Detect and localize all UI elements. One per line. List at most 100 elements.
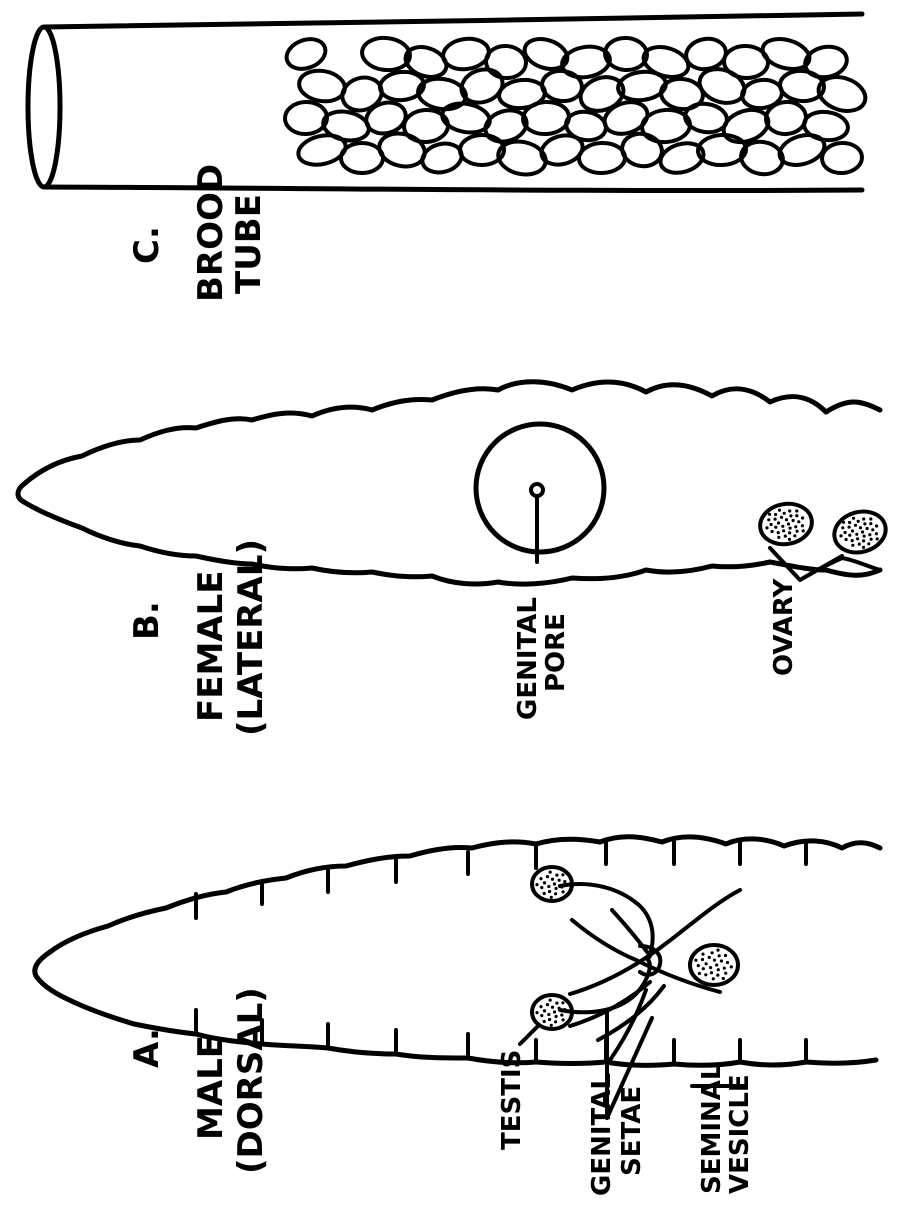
testis-stipple-dot: [543, 1020, 546, 1023]
testis-stipple-dot: [546, 875, 549, 878]
genital-setae-label-line2: SETAE: [617, 1086, 647, 1176]
ovary-stipple-dot: [841, 526, 844, 529]
testis-stipple-dot: [548, 1018, 551, 1021]
brood-egg: [684, 36, 729, 72]
testis-stipple-dot: [553, 1010, 556, 1013]
ovary-stipple-dot: [858, 543, 861, 546]
testis-stipple-dot: [561, 1001, 564, 1004]
ovary-stipple-dot: [796, 530, 799, 533]
brood-egg: [821, 142, 863, 175]
seminal-vesicle-stipple-dot: [720, 959, 723, 962]
seminal-vesicle-stipple-dot: [704, 973, 707, 976]
genital-setae-lines: [570, 890, 740, 1060]
seminal-vesicle-stipple-dot: [724, 954, 727, 957]
brood-egg: [578, 142, 625, 174]
ovary-stipple-dot: [867, 542, 870, 545]
panel-a-title-line1: MALE: [191, 1035, 231, 1140]
seminal-vesicle-stipple-dot: [702, 967, 705, 970]
brood-egg: [604, 37, 648, 72]
ovary-stipple-dot: [851, 529, 854, 532]
seminal-vesicle-stipple-dot: [709, 966, 712, 969]
brood-egg: [540, 69, 583, 104]
ovary-stipple-dot: [788, 509, 791, 512]
seminal-vesicle-stipple-dot: [697, 964, 700, 967]
ovary-stipple-dot: [862, 539, 865, 542]
panel-b-female-body: [18, 382, 890, 584]
panel-c-brood-tube: [28, 14, 870, 191]
testis-stipple-dot: [562, 890, 565, 893]
seminal-vesicle-stipple-dot: [701, 953, 704, 956]
ovary-stipple-dot: [788, 531, 791, 534]
testis-stipple-dot: [561, 873, 564, 876]
seminal-vesicle-stipple-dot: [710, 971, 713, 974]
seminal-vesicle-stipple-dot: [701, 958, 704, 961]
brood-egg: [764, 100, 807, 136]
brood-egg: [284, 101, 327, 134]
ovary-stipple-dot: [870, 538, 873, 541]
ovary-stipple-dot: [780, 516, 783, 519]
ovary-stipple-dot: [788, 538, 791, 541]
ovary-stipple-dot: [863, 535, 866, 538]
ovary-stipple-dot: [789, 514, 792, 517]
ovary-stipple-dot: [774, 526, 777, 529]
brood-tube-opening: [28, 27, 60, 187]
male-body-outline-upper: [50, 837, 880, 952]
brood-egg: [697, 134, 747, 166]
seminal-vesicle-stipple-dot: [694, 959, 697, 962]
testis-stipple-dot: [563, 1008, 566, 1011]
ovary-stipple-dot: [777, 536, 780, 539]
ovary-stipple-dot: [848, 521, 851, 524]
ovary-stipple-dot: [859, 526, 862, 529]
ovary-stipple-dot: [767, 518, 770, 521]
testis-stipple-dot: [543, 1009, 546, 1012]
seminal-vesicle-label-line1: SEMINAL: [697, 1064, 727, 1194]
clitellum-circle: [476, 424, 604, 552]
seminal-vesicle-stipple-dot: [718, 954, 721, 957]
ovary-label: OVARY: [769, 578, 799, 676]
brood-egg: [297, 68, 347, 105]
ovary-stipple-dot: [876, 537, 879, 540]
female-body-outline-upper: [18, 382, 880, 502]
ovary-stipple-dot: [861, 530, 864, 533]
brood-egg: [282, 34, 329, 74]
brood-egg: [360, 36, 411, 73]
testis-stipple-dot: [555, 1015, 558, 1018]
brood-egg: [416, 76, 468, 112]
testis-stipple-dot: [555, 874, 558, 877]
testis-stipple-dot: [555, 887, 558, 890]
brood-egg: [441, 36, 491, 72]
ovary-stipple-dot: [851, 544, 854, 547]
ovary-stipple-dot: [839, 534, 842, 537]
genital-pore-label-line1: GENITAL: [513, 597, 543, 720]
testis-stipple-dot: [562, 1018, 565, 1021]
brood-eggs: [282, 34, 869, 179]
testis-stipple-dot: [560, 1013, 563, 1016]
brood-egg: [485, 44, 528, 79]
ovary-stipple-dot: [875, 524, 878, 527]
ovary-stipple-dot: [866, 527, 869, 530]
ovary-stipple-dot: [848, 534, 851, 537]
panel-c-title-line1: BROOD: [191, 164, 231, 302]
testis-stipple-dot: [550, 896, 553, 899]
testis-stipple-dot: [563, 880, 566, 883]
seminal-vesicle-stipple-dot: [716, 974, 719, 977]
testis-stipple-dot: [558, 1007, 561, 1010]
brood-egg: [341, 143, 383, 173]
panel-b-title-line2: (LATERAL): [231, 539, 271, 736]
ovary-stipple-dot: [785, 518, 788, 521]
ovary-stipple-dot: [777, 521, 780, 524]
female-body-outline-lower: [24, 502, 880, 584]
ovary-right: [830, 506, 891, 558]
brood-egg: [498, 78, 547, 111]
ovary-stipple-dot: [801, 524, 804, 527]
testis-stipple-dot: [539, 1005, 542, 1008]
ovary-stipple-dot: [784, 535, 787, 538]
brood-egg: [321, 108, 371, 144]
testis-stipple-dot: [555, 1002, 558, 1005]
ovary-stipple-dot: [777, 531, 780, 534]
testis-stipple-dot: [543, 892, 546, 895]
seminal-vesicle-stipple-dot: [723, 967, 726, 970]
ovary-stipple-dot: [765, 526, 768, 529]
seminal-vesicle-stipple-dot: [726, 961, 729, 964]
testis-stipple-dot: [550, 1024, 553, 1027]
